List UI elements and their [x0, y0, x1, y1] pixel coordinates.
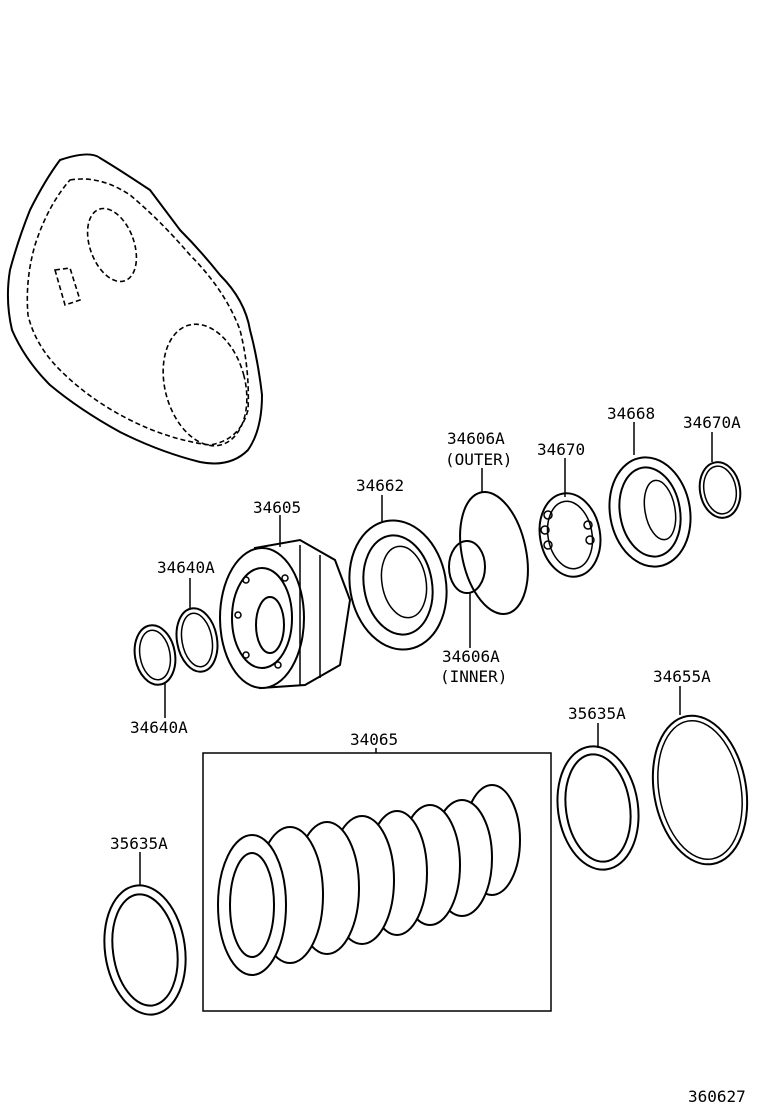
- clutch-pack-frame-34065: [202, 752, 552, 1012]
- label-34606A-inner: 34606A: [442, 647, 500, 666]
- label-34670: 34670: [537, 440, 585, 459]
- drawing-number: 360627: [688, 1087, 746, 1106]
- note-34606A-inner: (INNER): [440, 667, 507, 686]
- clutch-flange-35635A-left: [103, 884, 187, 1016]
- clutch-drum-34605: [219, 538, 352, 690]
- label-34668: 34668: [607, 404, 655, 423]
- label-34605: 34605: [253, 498, 301, 517]
- transfer-case-housing: [6, 153, 264, 465]
- note-34606A-outer: (OUTER): [445, 450, 512, 469]
- return-spring-34670: [538, 492, 602, 578]
- label-34640A-lower: 34640A: [130, 718, 188, 737]
- label-34670A: 34670A: [683, 413, 741, 432]
- snap-ring-34655A: [651, 714, 749, 866]
- snap-ring-34640A-upper: [175, 607, 219, 673]
- clutch-flange-35635A-right: [556, 745, 640, 871]
- spring-retainer-34668: [608, 456, 692, 568]
- label-34065: 34065: [350, 730, 398, 749]
- label-35635A-left: 35635A: [110, 834, 168, 853]
- label-34606A-outer: 34606A: [447, 429, 505, 448]
- snap-ring-34670A: [698, 461, 742, 519]
- snap-ring-34640A-lower: [133, 624, 177, 686]
- label-34655A: 34655A: [653, 667, 711, 686]
- label-34640A-upper: 34640A: [157, 558, 215, 577]
- seal-34606A: [448, 490, 529, 616]
- label-35635A-right: 35635A: [568, 704, 626, 723]
- clutch-plate-pack-34065: [217, 784, 521, 976]
- label-34662: 34662: [356, 476, 404, 495]
- piston-34662: [348, 519, 448, 651]
- leader-lines: [139, 422, 713, 885]
